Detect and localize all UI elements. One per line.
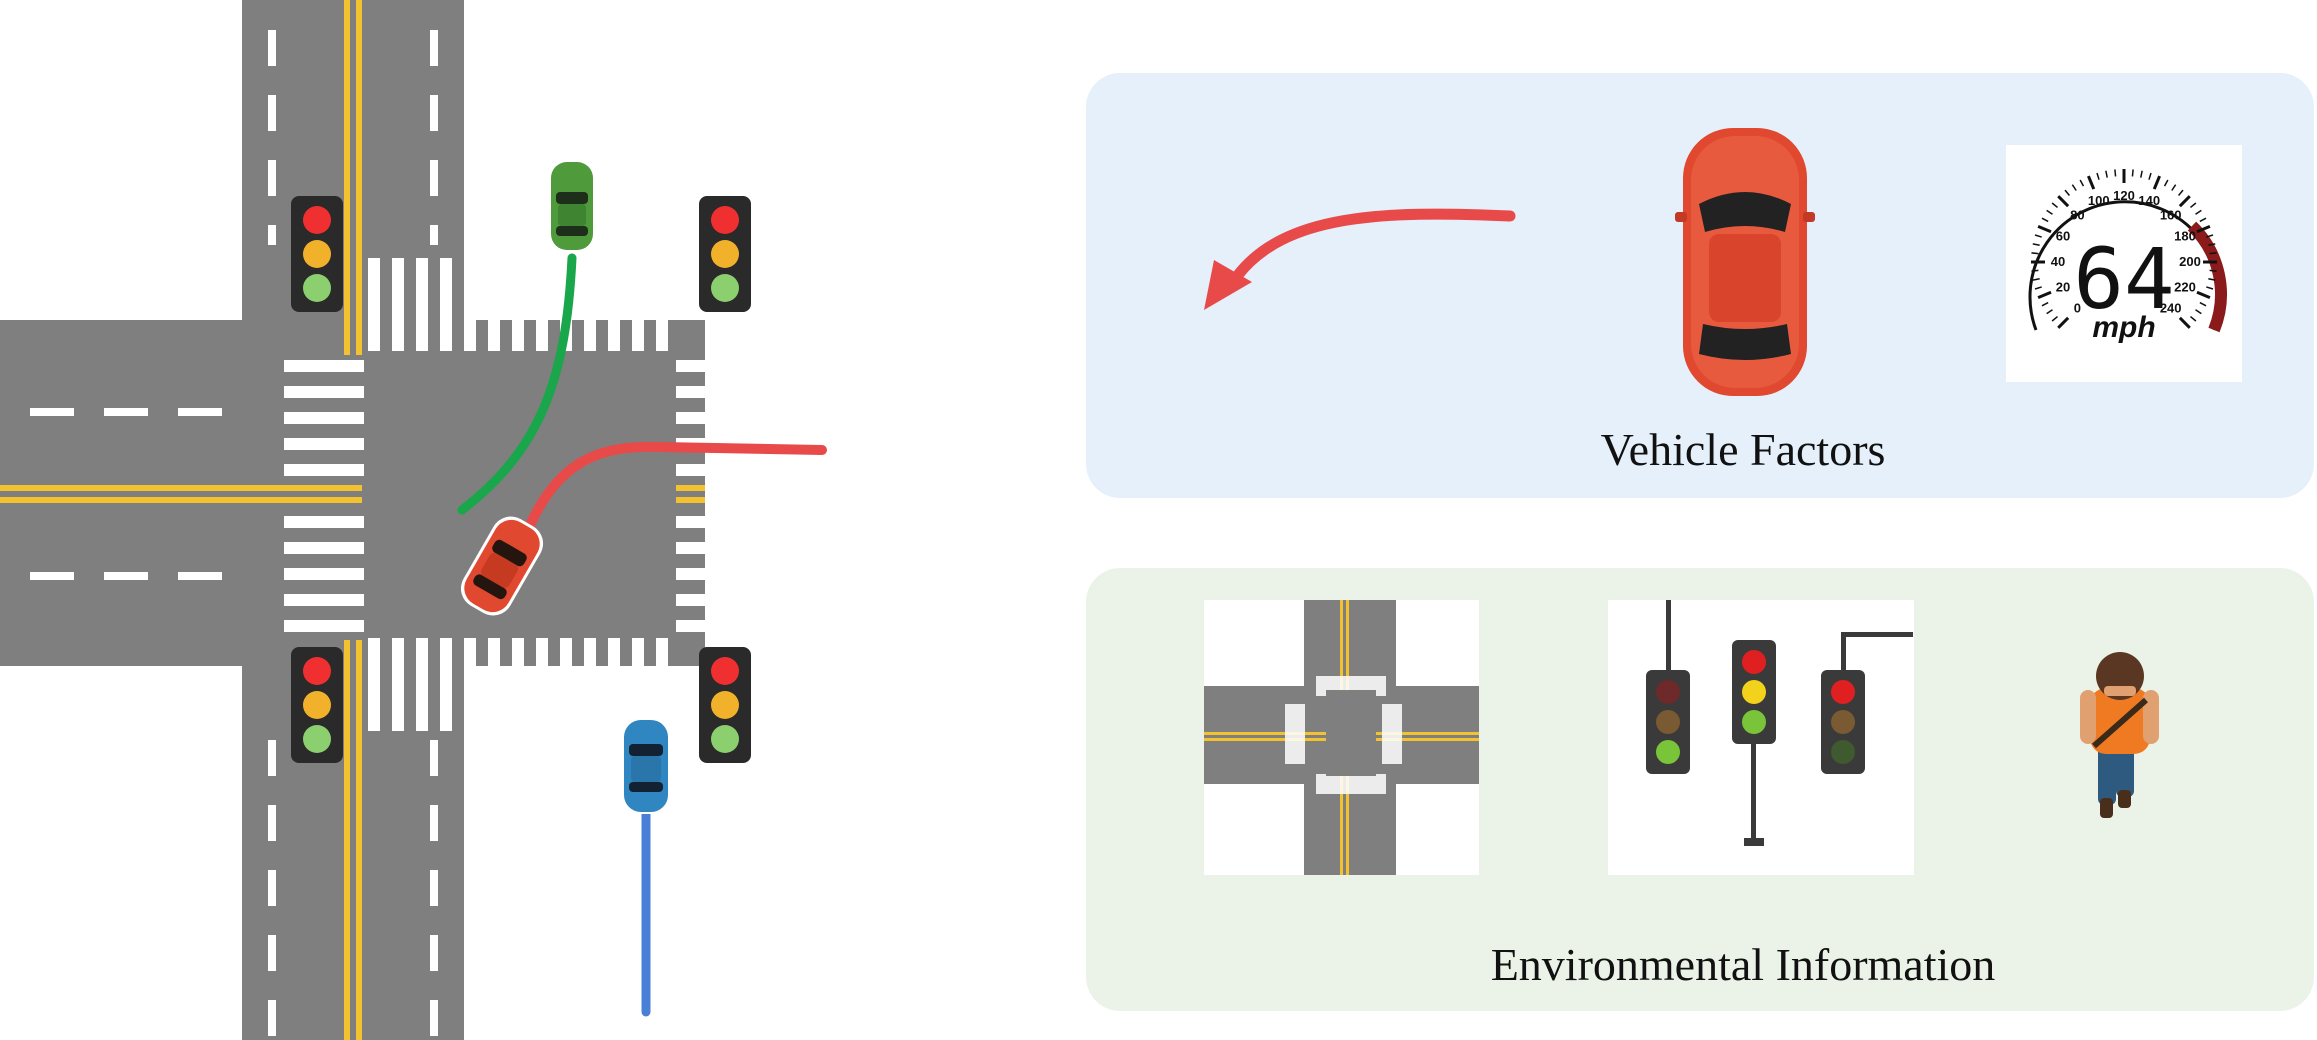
crosswalk-bottom: [368, 638, 668, 731]
speedometer-scale-label: 240: [2160, 301, 2182, 316]
speedometer-minor-tick: [2206, 286, 2214, 290]
speedometer-minor-tick: [2171, 184, 2177, 191]
speedometer-minor-tick: [2064, 189, 2071, 196]
speedometer-scale-label: 80: [2070, 207, 2084, 222]
lane-dashes-vertical: [268, 30, 438, 1036]
speedometer-major-tick: [2057, 316, 2070, 329]
center-line-horizontal: [0, 485, 705, 503]
speedometer-minor-tick: [2034, 286, 2042, 290]
speedometer-minor-tick: [2032, 243, 2040, 246]
environmental-information-title: Environmental Information: [1491, 939, 1996, 990]
speedometer-major-tick: [2152, 175, 2161, 190]
speedometer-scale-label: 160: [2160, 207, 2182, 222]
speedometer-scale-label: 40: [2051, 254, 2065, 269]
crosswalk-right: [676, 360, 756, 632]
pedestrian-icon: [2080, 652, 2159, 818]
speedometer-minor-tick: [2079, 179, 2085, 187]
speedometer-minor-tick: [2096, 172, 2100, 180]
speedometer-minor-tick: [2190, 315, 2197, 322]
speedometer-scale-label: 20: [2056, 279, 2070, 294]
speedometer-minor-tick: [2177, 189, 2184, 196]
speedometer-scale-label: 200: [2179, 254, 2201, 269]
speedometer-minor-tick: [2195, 309, 2202, 315]
speedometer-major-tick: [2178, 195, 2191, 208]
traffic-light-bottom-right-icon: [699, 647, 751, 763]
arrow-head: [1204, 260, 1252, 310]
vehicle-car-icon: [1675, 128, 1815, 396]
speedometer-scale-label: 120: [2113, 188, 2135, 203]
speedometer-minor-tick: [2208, 243, 2216, 246]
speedometer-minor-tick: [2148, 172, 2152, 180]
crosswalk-left: [284, 360, 364, 632]
traffic-lights-icon: [1608, 600, 1914, 875]
speedometer-scale-label: 60: [2056, 229, 2070, 244]
speed-unit: mph: [2092, 311, 2155, 344]
speed-value: 64: [2073, 230, 2174, 328]
traffic-light-top-left-icon: [291, 196, 343, 312]
speedometer-redline: [2187, 221, 2227, 333]
speedometer-minor-tick: [2190, 202, 2197, 209]
speedometer-minor-tick: [2199, 301, 2207, 307]
speedometer-scale-label: 0: [2074, 301, 2081, 316]
road-horizontal: [0, 320, 705, 666]
traffic-light-bottom-left-icon: [291, 647, 343, 763]
speedometer-minor-tick: [2105, 170, 2108, 178]
speedometer-minor-tick: [2034, 234, 2042, 238]
mini-intersection-icon: [1204, 600, 1479, 875]
green-car-path: [457, 253, 577, 515]
speedometer-minor-tick: [2051, 202, 2058, 209]
speedometer-minor-tick: [2206, 234, 2214, 238]
speedometer-minor-tick: [2032, 278, 2040, 281]
speedometer-minor-tick: [2041, 217, 2049, 223]
speedometer-scale-label: 140: [2138, 193, 2160, 208]
speedometer-minor-tick: [2199, 217, 2207, 223]
red-car-path: [525, 441, 827, 530]
crosswalk-top: [368, 258, 668, 351]
speedometer-minor-tick: [2195, 209, 2202, 215]
red-car-icon: [460, 516, 544, 616]
intersection: [0, 0, 1031, 1040]
environmental-information-panel: Environmental Information: [1086, 568, 2314, 1011]
speedometer-major-tick: [2196, 225, 2211, 234]
speedometer-minor-tick: [2163, 179, 2169, 187]
vehicle-factors-title: Vehicle Factors: [1601, 424, 1886, 475]
speedometer-minor-tick: [2071, 184, 2077, 191]
speedometer-minor-tick: [2131, 169, 2134, 177]
speedometer-minor-tick: [2208, 278, 2216, 281]
speedometer-major-tick: [2196, 290, 2211, 299]
green-car-icon: [548, 160, 596, 252]
speedometer-minor-tick: [2140, 170, 2143, 178]
speedometer-background: [2006, 145, 2242, 382]
speedometer-minor-tick: [2041, 301, 2049, 307]
speedometer-major-tick: [2087, 175, 2096, 190]
speedometer-minor-tick: [2051, 315, 2058, 322]
speedometer-minor-tick: [2209, 252, 2217, 255]
turn-left-arrow-icon: [1232, 208, 1516, 281]
speedometer-major-tick: [2178, 316, 2191, 329]
traffic-light-top-right-icon: [699, 196, 751, 312]
speedometer-minor-tick: [2209, 269, 2217, 272]
speedometer-major-tick: [2037, 290, 2052, 299]
center-line-vertical: [344, 0, 362, 1040]
speedometer-scale-label: 180: [2174, 229, 2196, 244]
speedometer-minor-tick: [2046, 209, 2053, 215]
speedometer-major-tick: [2037, 225, 2052, 234]
speedometer-minor-tick: [2046, 309, 2053, 315]
lane-dashes-horizontal: [30, 408, 1031, 580]
speedometer-ticks: [2031, 169, 2217, 329]
speedometer-minor-tick: [2031, 269, 2039, 272]
speedometer-minor-tick: [2114, 169, 2117, 177]
speedometer-minor-tick: [2031, 252, 2039, 255]
blue-car-icon: [621, 718, 671, 814]
speedometer-scale-label: 100: [2088, 193, 2110, 208]
speedometer-major-tick: [2057, 195, 2070, 208]
speedometer-scale-label: 220: [2174, 279, 2196, 294]
